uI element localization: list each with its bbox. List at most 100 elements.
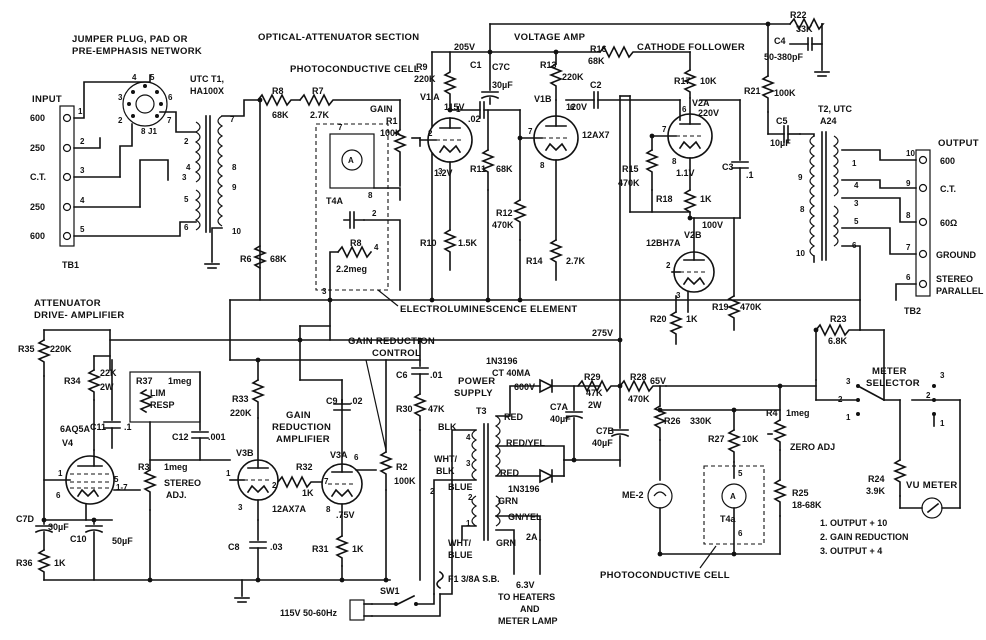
ct40-label: CT 40MA bbox=[492, 368, 531, 378]
svg-text:8: 8 bbox=[232, 163, 237, 172]
svg-text:7: 7 bbox=[906, 243, 911, 252]
wire-blk: BLK bbox=[438, 422, 457, 432]
svg-text:3: 3 bbox=[182, 173, 187, 182]
wire-wht-blue: WHT/ bbox=[448, 538, 471, 548]
ground-symbol bbox=[204, 263, 220, 269]
tb1-terminal-5[interactable] bbox=[62, 231, 72, 241]
tb1-terminal-3[interactable] bbox=[62, 172, 72, 182]
r22-label: R22 bbox=[790, 10, 807, 20]
svg-text:8: 8 bbox=[368, 191, 373, 200]
j1-lead bbox=[159, 111, 197, 133]
c12-value: .001 bbox=[208, 432, 226, 442]
a24-label: A24 bbox=[820, 116, 837, 126]
tb2-terminal-8[interactable] bbox=[918, 217, 928, 227]
r37-value: 1meg bbox=[168, 376, 192, 386]
r32-label: R32 bbox=[296, 462, 313, 472]
tb1-250-top: 250 bbox=[30, 143, 45, 153]
svg-text:3: 3 bbox=[438, 167, 443, 176]
svg-text:5: 5 bbox=[114, 475, 119, 484]
svg-text:2: 2 bbox=[926, 391, 931, 400]
svg-text:7: 7 bbox=[230, 115, 235, 124]
c7d-label: C7D bbox=[16, 514, 35, 524]
resistor-r25 bbox=[772, 478, 788, 517]
v3a-label: V3A bbox=[330, 450, 348, 460]
c5-label: C5 bbox=[776, 116, 788, 126]
lim-resp-pot[interactable] bbox=[138, 388, 154, 414]
c10-label: C10 bbox=[70, 534, 87, 544]
r3-label: R3 bbox=[138, 462, 150, 472]
svg-text:2: 2 bbox=[666, 261, 671, 270]
r16-label: R16 bbox=[590, 44, 607, 54]
r2-label: R2 bbox=[396, 462, 408, 472]
svg-text:5: 5 bbox=[738, 469, 743, 478]
r32-value: 1K bbox=[302, 488, 314, 498]
c7c-value: 30µF bbox=[492, 80, 513, 90]
svg-text:6: 6 bbox=[906, 273, 911, 282]
r16-value: 68K bbox=[588, 56, 605, 66]
svg-text:3: 3 bbox=[80, 166, 85, 175]
v115-label: 115V bbox=[444, 102, 465, 112]
resistor-r27 bbox=[726, 428, 742, 463]
c11-value: .1 bbox=[124, 422, 132, 432]
svg-text:3: 3 bbox=[238, 503, 243, 512]
meter-selector-switch-b[interactable]: 3 2 1 bbox=[911, 371, 961, 428]
meter-selector-switch-a[interactable]: 3 2 1 bbox=[815, 377, 886, 422]
svg-text:8: 8 bbox=[800, 205, 805, 214]
tb1-terminal-1[interactable] bbox=[62, 113, 72, 123]
zero-adj-pot-r4[interactable] bbox=[772, 418, 788, 451]
legend-output-10: 1. OUTPUT + 10 bbox=[820, 518, 887, 528]
v1a-label: V1 A bbox=[420, 92, 440, 102]
svg-text:6: 6 bbox=[570, 103, 575, 112]
stereo-adj-pot-r3[interactable] bbox=[142, 468, 158, 511]
me2-label: ME-2 bbox=[622, 490, 644, 500]
resistor-r16 bbox=[598, 45, 691, 59]
gain-reduction-control-label: CONTROL bbox=[372, 348, 421, 359]
r35-value: 220K bbox=[50, 344, 72, 354]
svg-text:10: 10 bbox=[796, 249, 805, 258]
svg-text:7: 7 bbox=[324, 477, 329, 486]
resp-label: RESP bbox=[150, 400, 175, 410]
r1-label: R1 bbox=[386, 116, 398, 126]
resistor-r9 bbox=[442, 51, 458, 111]
tb2-terminal-9[interactable] bbox=[918, 183, 928, 193]
r20-label: R20 bbox=[650, 314, 667, 324]
power-switch-sw1[interactable] bbox=[371, 594, 418, 606]
fuse-label: F1 3/8A S.B. bbox=[448, 574, 500, 584]
t1-model-label: HA100X bbox=[190, 86, 224, 96]
svg-text:6: 6 bbox=[738, 529, 743, 538]
r12-value: 470K bbox=[492, 220, 514, 230]
preemph-label: PRE-EMPHASIS NETWORK bbox=[72, 46, 202, 57]
wire-gn-yel: GN/YEL bbox=[508, 512, 542, 522]
svg-text:4: 4 bbox=[186, 163, 191, 172]
tb1-600-bottom: 600 bbox=[30, 231, 45, 241]
c10-value: 50µF bbox=[112, 536, 133, 546]
utc-t1-label: UTC T1, bbox=[190, 74, 224, 84]
tb1-terminal-2[interactable] bbox=[62, 143, 72, 153]
tb2-ct: C.T. bbox=[940, 184, 956, 194]
c12-label: C12 bbox=[172, 432, 189, 442]
tb2-terminal-7[interactable] bbox=[918, 249, 928, 259]
r21-label: R21 bbox=[744, 86, 761, 96]
tb2-terminal-6[interactable] bbox=[918, 279, 928, 289]
wire-wht-blk-2: BLK bbox=[436, 466, 455, 476]
gain-reduction-pot-r2[interactable] bbox=[378, 450, 394, 491]
svg-text:5: 5 bbox=[150, 73, 155, 82]
tb1-terminals bbox=[62, 113, 72, 241]
tb2-label: TB2 bbox=[904, 306, 921, 316]
tb1-terminal-4[interactable] bbox=[62, 202, 72, 212]
heaters-label: TO HEATERS bbox=[498, 592, 555, 602]
supply-label: SUPPLY bbox=[454, 388, 493, 399]
r29-value: 47K bbox=[586, 388, 603, 398]
tb2-terminal-10[interactable] bbox=[918, 155, 928, 165]
gain-pot-r1[interactable] bbox=[392, 99, 408, 187]
svg-text:8: 8 bbox=[326, 505, 331, 514]
r28-value: 470K bbox=[628, 394, 650, 404]
svg-text:10: 10 bbox=[906, 149, 915, 158]
cathode-follower-label: CATHODE FOLLOWER bbox=[637, 42, 745, 53]
svg-text:6: 6 bbox=[682, 105, 687, 114]
r1-value: 100K bbox=[380, 128, 402, 138]
r21-value: 100K bbox=[774, 88, 796, 98]
r10-label: R10 bbox=[420, 238, 437, 248]
jumper-plug-j1[interactable]: 4 5 3 6 2 7 8 J1 bbox=[118, 73, 173, 136]
j1-lead-2 bbox=[119, 123, 133, 178]
